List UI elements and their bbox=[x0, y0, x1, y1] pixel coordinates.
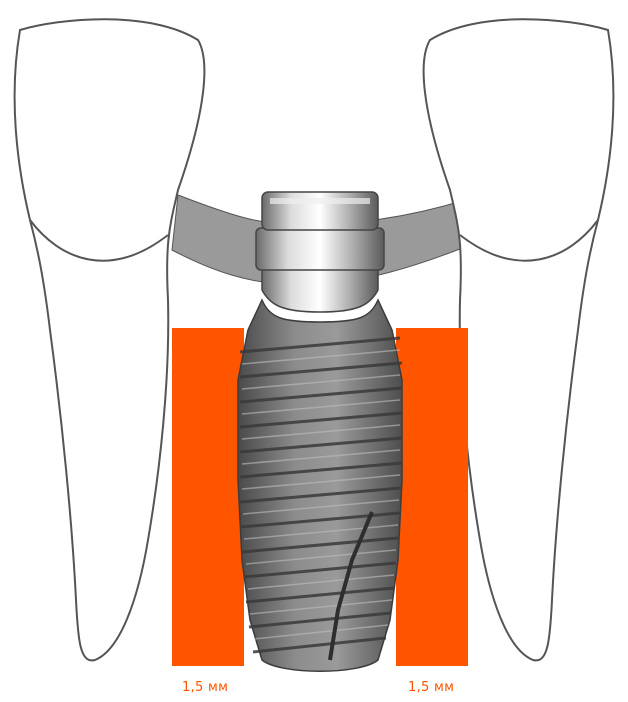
abutment-collar bbox=[256, 228, 384, 270]
implant-abutment-icon bbox=[256, 192, 384, 312]
abutment-neck bbox=[262, 268, 378, 312]
right-spacing-bar bbox=[396, 328, 468, 666]
left-spacing-bar bbox=[172, 328, 244, 666]
left-spacing-label: 1,5 мм bbox=[182, 680, 228, 695]
dental-implant-icon bbox=[238, 300, 402, 671]
abutment-top bbox=[262, 192, 378, 230]
right-spacing-label: 1,5 мм bbox=[408, 680, 454, 695]
